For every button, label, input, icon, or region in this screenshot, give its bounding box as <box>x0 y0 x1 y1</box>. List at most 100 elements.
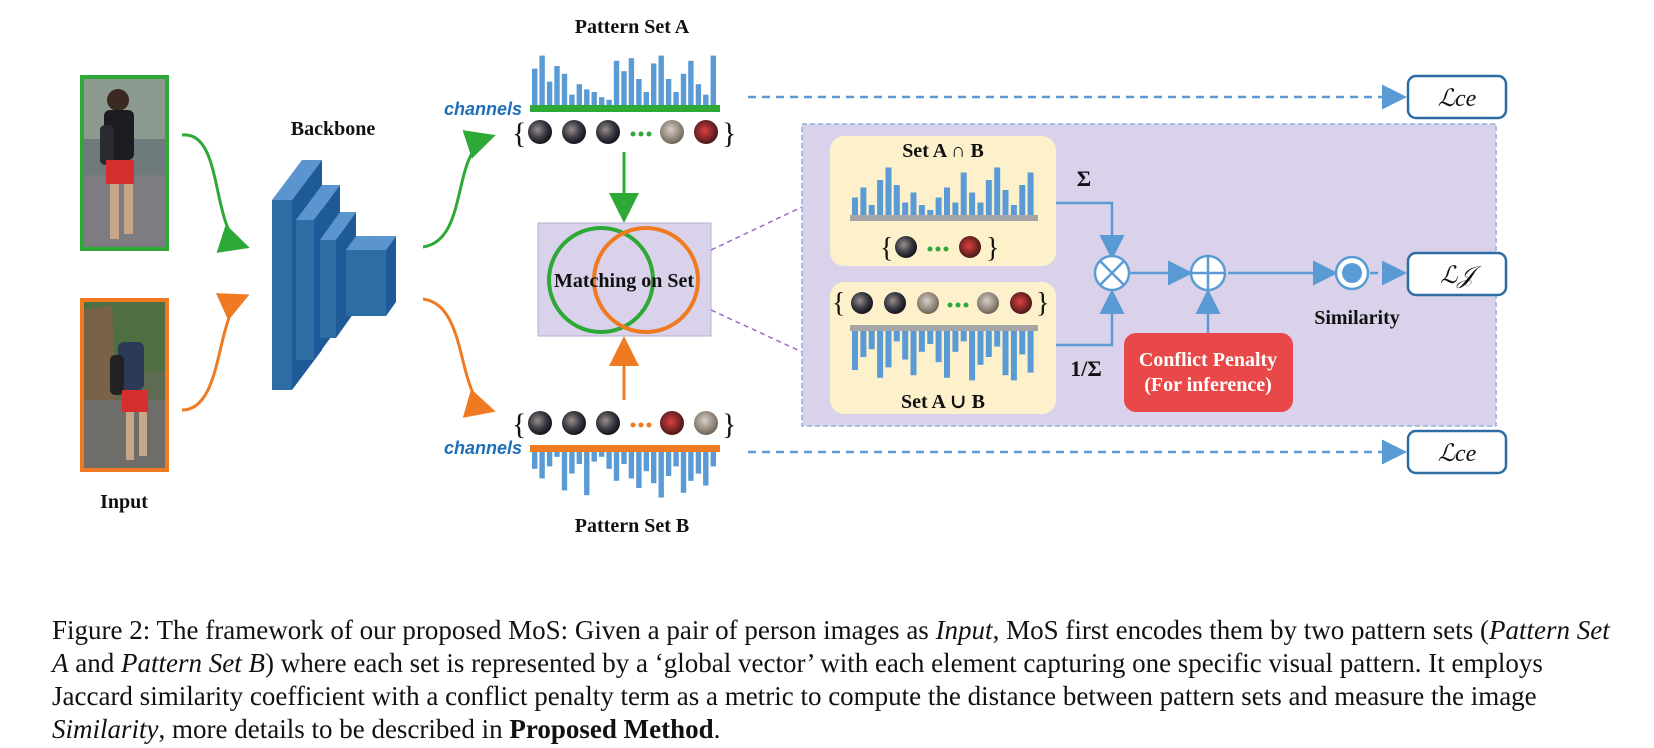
pattern-set-a-bar <box>591 92 597 105</box>
pattern-set-a-bar <box>613 60 620 105</box>
channels-label-b: channels <box>444 438 522 458</box>
intersection-bar <box>969 192 976 215</box>
pattern-set-b-bar <box>703 452 709 486</box>
pattern-set-b-orange-bar <box>530 445 720 452</box>
input-a-arrow <box>181 133 250 253</box>
caption-italic-set-a: Pattern Set A <box>52 615 1610 678</box>
caption-bold-method: Proposed Method <box>509 714 714 744</box>
union-label: Set A ∪ B <box>901 391 985 413</box>
pattern-set-a-bar <box>532 68 538 105</box>
zoom-line-bottom <box>710 309 803 353</box>
conflict-penalty-box <box>1124 333 1293 412</box>
pattern-set-b-bar <box>613 452 620 481</box>
union-bar <box>860 331 867 357</box>
pattern-set-a-histogram <box>532 55 716 105</box>
union-bar <box>1002 331 1009 376</box>
intersection-bar <box>918 205 925 215</box>
pattern-set-b-bar <box>591 452 597 462</box>
pattern-set-b-bar <box>673 452 679 467</box>
pattern-set-b-bar <box>680 452 687 493</box>
pattern-set-b-bar <box>643 452 649 472</box>
loss-ce-bottom-label: ℒce <box>1438 441 1477 467</box>
conflict-penalty-line2: (For inference) <box>1144 374 1272 396</box>
pattern-set-a-bar <box>673 92 679 105</box>
union-bar <box>852 331 858 370</box>
pattern-set-a-bar <box>554 66 560 105</box>
caption-text-6: . <box>713 714 721 744</box>
pattern-set-a-bar <box>584 89 590 105</box>
pattern-set-a-bar <box>651 63 657 105</box>
union-bar <box>969 331 976 381</box>
union-bar <box>977 331 984 365</box>
caption-italic-input: Input <box>935 615 993 645</box>
union-bar <box>893 331 900 342</box>
caption-text-2: , MoS first encodes them by two pattern … <box>992 615 1489 645</box>
caption-italic-similarity: Similarity <box>52 714 159 744</box>
intersection-bar <box>985 180 992 215</box>
operation-connectors <box>1056 201 1338 347</box>
channels-label-a: channels <box>444 99 522 119</box>
intersection-bar <box>885 167 892 215</box>
pattern-set-b-bar <box>576 452 582 464</box>
inv-sigma-label: 1/Σ <box>1070 356 1102 381</box>
pattern-set-a-green-bar <box>530 105 720 112</box>
pattern-set-b-bar <box>628 452 635 479</box>
intersection-bar <box>977 202 984 215</box>
pattern-set-a-bar <box>576 84 582 105</box>
svg-text:}: } <box>1036 288 1049 319</box>
svg-text:}: } <box>722 408 736 441</box>
union-bar <box>960 331 967 342</box>
input-image-a <box>80 75 169 251</box>
intersection-bar <box>910 192 917 215</box>
similarity-label: Similarity <box>1314 307 1400 329</box>
pattern-set-a-bar <box>710 55 716 105</box>
pattern-set-b-bar <box>665 452 672 476</box>
union-bar <box>994 331 1001 347</box>
caption-italic-set-b: Pattern Set B <box>120 648 265 678</box>
union-bar <box>918 331 925 352</box>
backbone-to-set-b-arrow <box>422 297 496 418</box>
pattern-set-a-bar <box>539 55 545 105</box>
input-b-arrow <box>181 293 250 412</box>
caption-text-4: ) where each set is represented by a ‘gl… <box>52 648 1543 711</box>
pattern-set-b-bar <box>658 452 664 498</box>
intersection-bar <box>952 202 959 215</box>
loss-j-box <box>1406 251 1508 297</box>
input-label: Input <box>100 491 148 513</box>
caption-text-3: and <box>68 648 121 678</box>
intersection-bar <box>960 172 967 215</box>
intersection-bar <box>852 197 858 215</box>
union-bar <box>985 331 992 357</box>
pattern-set-b-histogram <box>532 452 716 498</box>
pattern-set-a-bar <box>665 79 672 105</box>
union-bar <box>1027 331 1034 373</box>
pattern-set-b-bar <box>636 452 642 488</box>
intersection-bar <box>1019 185 1026 215</box>
caption-text-5: , more details to be described in <box>158 714 510 744</box>
backbone-network <box>272 160 396 390</box>
sigma-label: Σ <box>1077 166 1091 191</box>
pattern-set-a-bar <box>658 55 664 105</box>
intersection-bar <box>893 185 900 215</box>
pattern-set-b-bar <box>532 452 538 469</box>
pattern-set-a-title: Pattern Set A <box>575 16 690 38</box>
pattern-set-a-bar <box>688 60 694 105</box>
pattern-set-a-bar <box>621 71 627 105</box>
intersection-bar <box>994 167 1001 215</box>
pattern-set-b-bar <box>695 452 702 474</box>
svg-text:{: { <box>832 288 845 319</box>
input-image-b <box>80 298 169 472</box>
pattern-set-b-bar <box>569 452 575 474</box>
pattern-set-b-bar <box>584 452 590 496</box>
intersection-bar <box>860 187 867 215</box>
loss-ce-top-label: ℒce <box>1438 86 1477 112</box>
union-bar <box>910 331 917 376</box>
pattern-set-b-bar <box>651 452 657 484</box>
pattern-set-b-bar <box>539 452 545 479</box>
framework-diagram: Input Backbone Pattern Set A channels { <box>80 16 1508 537</box>
svg-text:{: { <box>512 408 526 441</box>
backbone-to-set-a-arrow <box>422 130 496 249</box>
loss-ce-top-box <box>1406 74 1508 120</box>
conflict-penalty-line1: Conflict Penalty <box>1139 349 1277 371</box>
multiply-operator <box>1093 254 1131 292</box>
